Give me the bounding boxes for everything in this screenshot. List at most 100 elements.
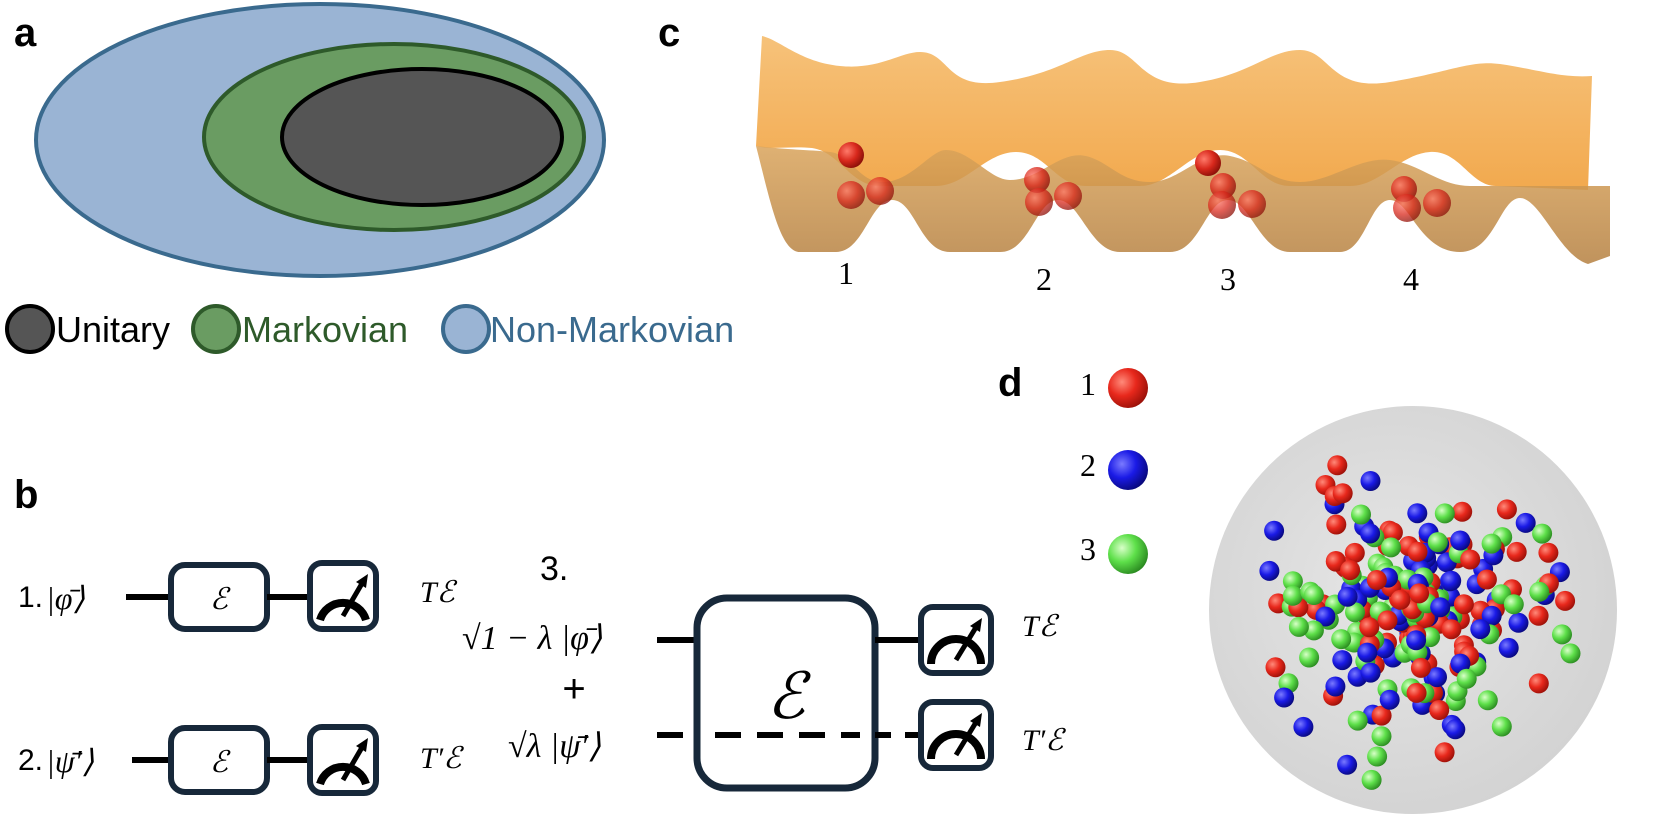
landscape-balls xyxy=(837,142,1451,222)
unitary-region xyxy=(280,67,564,207)
particle-green xyxy=(1371,726,1392,747)
particle-red xyxy=(1410,657,1431,678)
row2-prefix: 2. xyxy=(18,744,43,777)
particle-red xyxy=(1441,619,1462,640)
particle-red xyxy=(1377,610,1398,631)
row1-meter-icon xyxy=(307,560,379,632)
row1-output: Tℰ xyxy=(420,576,458,609)
ball xyxy=(1025,188,1053,216)
particle-blue xyxy=(1379,689,1400,710)
particle-green xyxy=(1288,616,1309,637)
particle-green xyxy=(1347,710,1368,731)
particle-red xyxy=(1265,657,1286,678)
particle-blue xyxy=(1498,637,1519,658)
step3-meter-top-icon xyxy=(918,604,994,676)
particle-red xyxy=(1332,483,1353,504)
particle-red xyxy=(1538,542,1559,563)
row2-channel-symbol: ℰ xyxy=(210,746,231,779)
particle-green xyxy=(1503,594,1524,615)
step3-big-channel-symbol: ℰ xyxy=(767,661,812,732)
panel-c-landscape: 1 2 3 4 xyxy=(756,36,1610,297)
panel-b-label: b xyxy=(14,473,38,517)
particle-green xyxy=(1532,523,1553,544)
particle-red xyxy=(1453,594,1474,615)
step3-output-top: Tℰ xyxy=(1022,610,1060,643)
particle-red xyxy=(1406,682,1427,703)
particle-green xyxy=(1303,585,1324,605)
particle-red xyxy=(1390,589,1411,610)
particle-cloud xyxy=(1259,455,1581,790)
particle-green xyxy=(1529,581,1550,602)
legend-swatch-2 xyxy=(1108,450,1148,490)
particle-green xyxy=(1331,629,1352,650)
panel-c-label: c xyxy=(658,11,680,55)
step3-term2: √λ |ψ̄′⟩ xyxy=(508,728,601,765)
particle-blue xyxy=(1315,606,1336,627)
particle-red xyxy=(1407,541,1428,562)
particle-blue xyxy=(1357,642,1378,663)
legend-swatch-non-markovian xyxy=(441,304,491,354)
particle-red xyxy=(1555,590,1576,611)
particle-blue xyxy=(1360,471,1381,491)
well-label-2: 2 xyxy=(1036,261,1052,297)
particle-blue xyxy=(1325,676,1346,697)
landscape-front-wells xyxy=(756,146,1610,264)
particle-red xyxy=(1409,583,1430,604)
step3-label: 3. xyxy=(540,550,568,588)
panel-a-legend: Unitary Markovian Non-Markovian xyxy=(5,304,734,354)
ball xyxy=(866,177,894,205)
particle-blue xyxy=(1406,630,1427,651)
particle-red xyxy=(1452,501,1473,522)
particle-red xyxy=(1344,542,1365,563)
particle-green xyxy=(1367,746,1388,767)
legend-label-non-markovian: Non-Markovian xyxy=(490,309,734,350)
row1-state: |φ̄⟩ xyxy=(46,580,86,616)
particle-green xyxy=(1481,533,1502,554)
particle-red xyxy=(1528,673,1549,694)
step3-meter-bottom-icon xyxy=(918,699,994,771)
particle-blue xyxy=(1337,586,1358,607)
particle-green xyxy=(1345,602,1365,623)
ball xyxy=(837,181,865,209)
particle-green xyxy=(1381,537,1401,558)
circuit-row-1: 1. |φ̄⟩ ℰ Tℰ xyxy=(18,560,458,632)
particle-blue xyxy=(1360,662,1381,683)
legend-swatch-unitary xyxy=(5,304,55,354)
legend-label-1: 1 xyxy=(1080,366,1096,402)
well-label-4: 4 xyxy=(1403,261,1419,297)
legend-label-2: 2 xyxy=(1080,447,1096,483)
landscape-back-surface xyxy=(756,36,1592,190)
particle-blue xyxy=(1450,653,1471,674)
particle-green xyxy=(1477,690,1498,711)
particle-blue xyxy=(1445,719,1466,740)
particle-red xyxy=(1359,617,1380,638)
step3-plus: + xyxy=(562,667,585,711)
particle-blue xyxy=(1430,597,1451,618)
particle-blue xyxy=(1515,512,1536,533)
particle-blue xyxy=(1407,503,1428,524)
particle-red xyxy=(1371,705,1392,726)
particle-red xyxy=(1340,560,1361,581)
particle-green xyxy=(1552,624,1572,645)
particle-blue xyxy=(1293,716,1314,737)
row2-output: T′ℰ xyxy=(420,742,464,775)
particle-green xyxy=(1434,503,1455,524)
particle-blue xyxy=(1259,560,1280,581)
step3-output-bottom: T′ℰ xyxy=(1022,724,1066,757)
particle-green xyxy=(1282,585,1303,606)
particle-blue xyxy=(1441,570,1462,591)
step3-big-channel-box xyxy=(693,594,879,792)
particle-blue xyxy=(1470,619,1491,640)
particle-red xyxy=(1434,742,1455,763)
legend-label-markovian: Markovian xyxy=(242,309,408,350)
ball xyxy=(1195,150,1221,176)
particle-blue xyxy=(1427,667,1447,688)
particle-red xyxy=(1366,570,1387,590)
particle-green xyxy=(1351,504,1371,525)
particle-red xyxy=(1460,549,1481,570)
particle-green xyxy=(1560,643,1581,664)
particle-blue xyxy=(1481,605,1502,626)
ball xyxy=(1054,182,1082,210)
row1-channel-symbol: ℰ xyxy=(210,583,231,616)
